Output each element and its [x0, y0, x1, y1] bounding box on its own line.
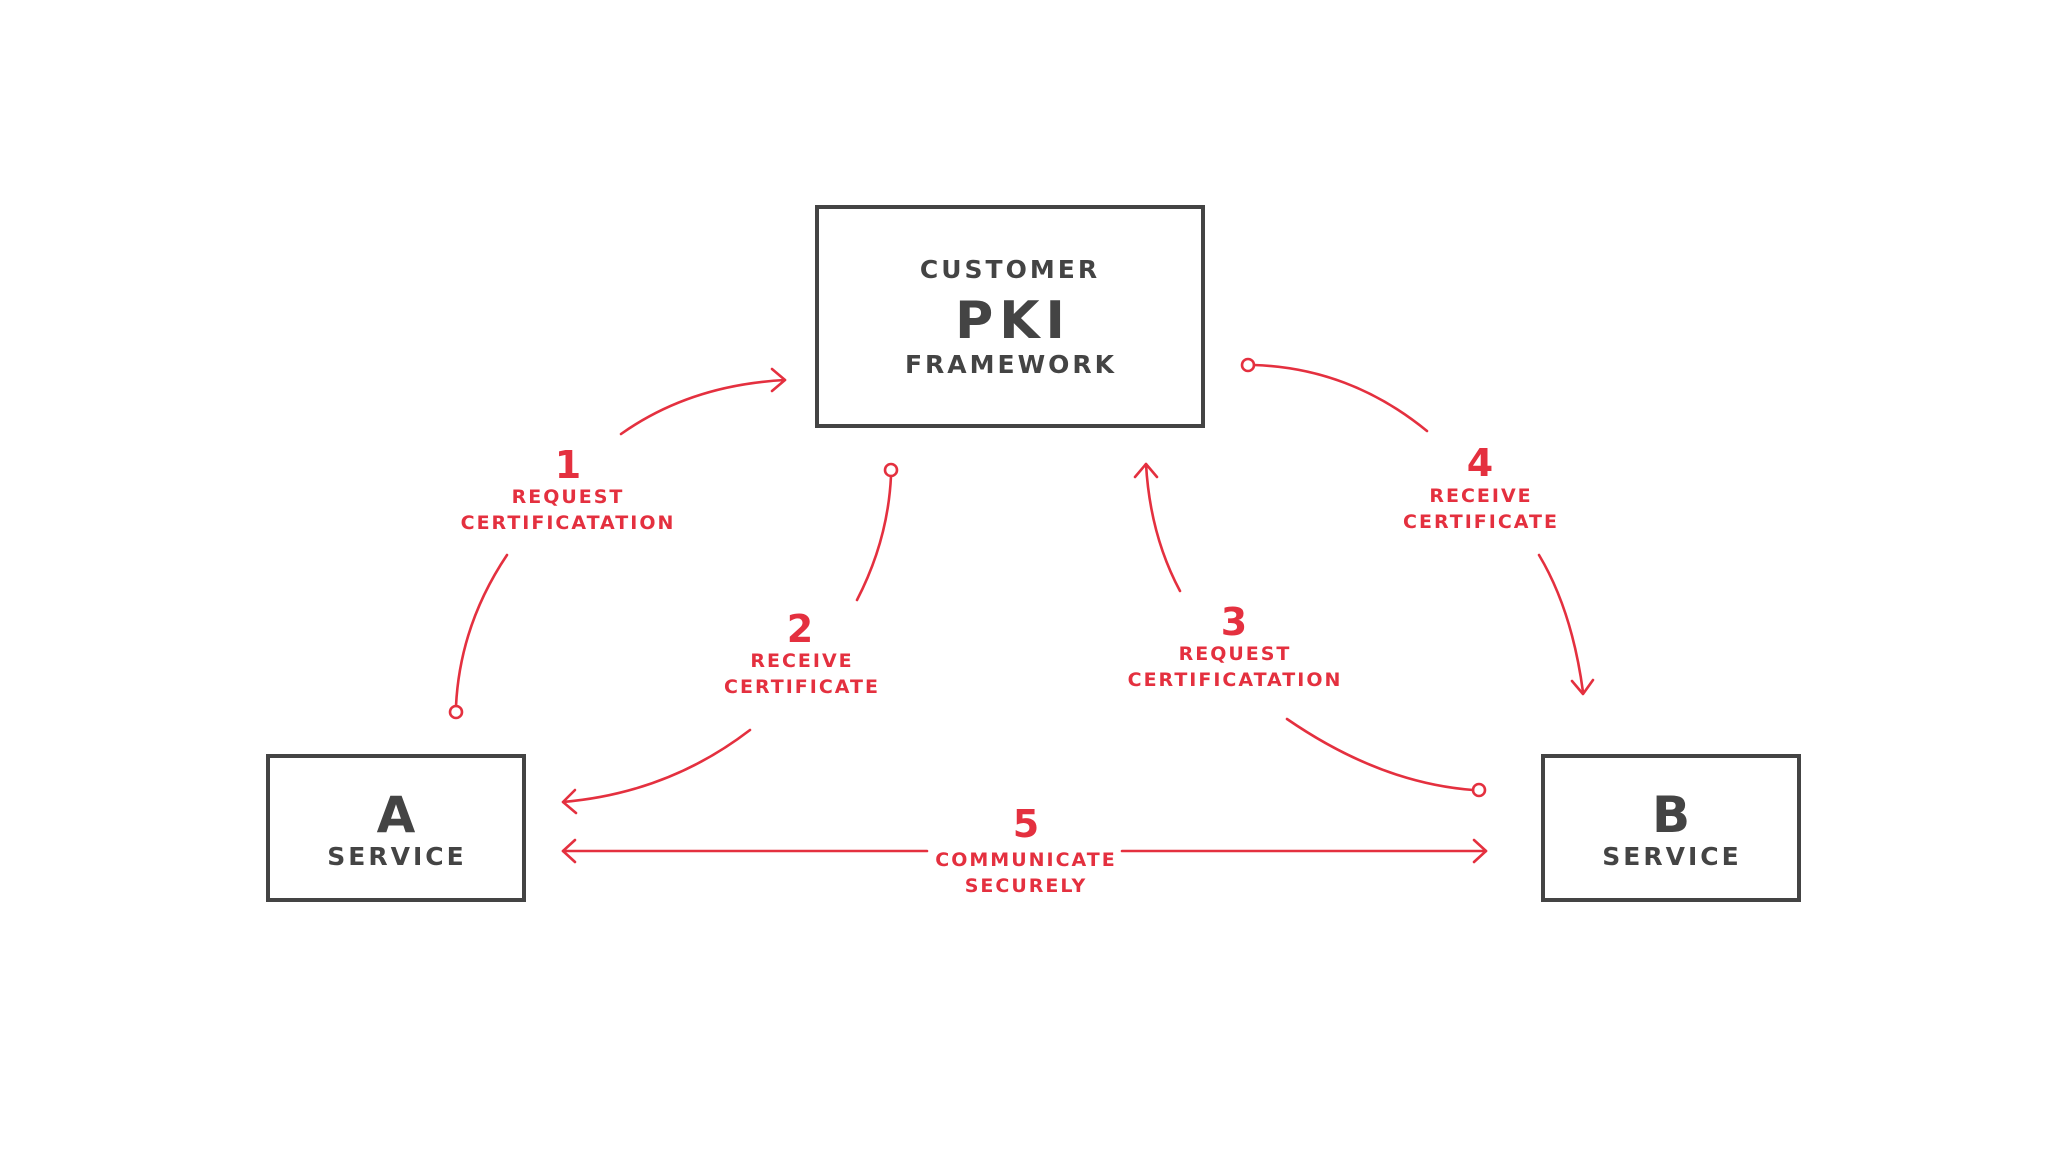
- step-1-arrowhead: [770, 367, 787, 393]
- step-4-arc-lower: [1537, 553, 1585, 694]
- service-a-label: SERVICE: [327, 842, 466, 871]
- step-3-line2: CERTIFICATATION: [1128, 669, 1343, 691]
- step-2-label: 2 RECEIVE CERTIFICATE: [724, 607, 880, 698]
- step-4-line1: RECEIVE: [1429, 485, 1532, 507]
- step-5-arrowhead-right: [1472, 838, 1488, 864]
- step-2-line2: CERTIFICATE: [724, 676, 880, 698]
- step-4-connector: [1240, 357, 1595, 696]
- step-2-arc-lower: [561, 728, 752, 804]
- step-2-arc-upper: [855, 474, 893, 602]
- step-3-number: 3: [1221, 600, 1247, 644]
- step-2-number: 2: [787, 607, 813, 651]
- service-b-node: B SERVICE: [1541, 754, 1801, 902]
- step-5-arrowhead-left: [561, 838, 577, 864]
- service-a-letter: A: [377, 786, 416, 844]
- pki-bottom-label: FRAMEWORK: [905, 350, 1117, 379]
- pki-framework-node: CUSTOMER PKI FRAMEWORK: [815, 205, 1205, 428]
- pki-framework-box: [815, 205, 1205, 428]
- step-4-number: 4: [1467, 441, 1493, 485]
- step-4-label: 4 RECEIVE CERTIFICATE: [1403, 441, 1559, 533]
- step-3-arrowhead: [1133, 462, 1159, 479]
- step-3-label: 3 REQUEST CERTIFICATATION: [1128, 600, 1343, 691]
- step-1-arc-lower: [454, 553, 509, 708]
- step-5-number: 5: [1013, 802, 1039, 846]
- step-3-arc-upper: [1144, 462, 1182, 593]
- service-b-letter: B: [1652, 786, 1690, 844]
- step-2-line1: RECEIVE: [750, 650, 853, 672]
- step-2-start-dot: [883, 462, 899, 478]
- step-1-number: 1: [555, 443, 581, 487]
- step-2-connector: [561, 462, 899, 815]
- service-b-label: SERVICE: [1602, 842, 1741, 871]
- step-5-line2: SECURELY: [965, 875, 1088, 897]
- service-b-box: [1541, 754, 1801, 902]
- step-4-arc-upper: [1252, 363, 1429, 433]
- step-1-line1: REQUEST: [512, 486, 625, 508]
- step-5-connector: [561, 838, 1488, 864]
- step-1-connector: [448, 367, 787, 720]
- step-4-line2: CERTIFICATE: [1403, 511, 1559, 533]
- step-3-start-dot: [1471, 782, 1487, 798]
- step-1-label: 1 REQUEST CERTIFICATATION: [461, 443, 676, 534]
- step-3-connector: [1133, 462, 1487, 798]
- pki-top-label: CUSTOMER: [920, 255, 1100, 284]
- step-1-start-dot: [448, 704, 464, 720]
- service-a-node: A SERVICE: [266, 754, 526, 902]
- step-5-label: 5 COMMUNICATE SECURELY: [935, 802, 1116, 897]
- step-3-line1: REQUEST: [1179, 643, 1292, 665]
- step-3-arc-lower: [1285, 717, 1475, 792]
- step-4-start-dot: [1240, 357, 1256, 373]
- step-1-line2: CERTIFICATATION: [461, 512, 676, 534]
- step-2-arrowhead: [561, 788, 578, 815]
- pki-main-label: PKI: [955, 291, 1071, 351]
- service-a-box: [266, 754, 526, 902]
- step-1-arc-upper: [619, 378, 787, 436]
- step-5-line1: COMMUNICATE: [935, 849, 1116, 871]
- step-4-arrowhead: [1570, 678, 1595, 696]
